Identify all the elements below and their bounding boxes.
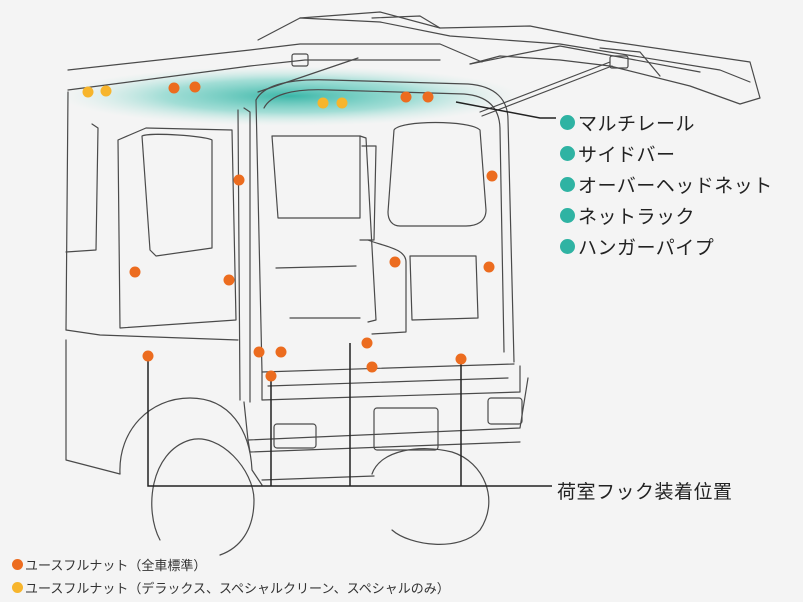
legend-optional: ユースフルナット（デラックス、スペシャルクリーン、スペシャルのみ）: [12, 578, 450, 597]
hook-marker: [455, 353, 467, 365]
standard-nut-marker: [168, 82, 180, 94]
multi-rail-leader: [455, 101, 556, 119]
accessory-label: ネットラック: [578, 206, 696, 228]
accessory-label: オーバーヘッドネット: [578, 175, 773, 197]
yellow-dot-icon: [12, 582, 23, 593]
standard-nut-marker: [233, 174, 245, 186]
accessory-hanger-pipe: ハンガーパイプ: [560, 233, 714, 260]
standard-nut-marker: [223, 274, 235, 286]
useful-nut-markers: [82, 81, 498, 373]
optional-nut-marker: [100, 85, 112, 97]
standard-nut-marker: [253, 346, 265, 358]
teal-dot-icon: [560, 115, 575, 130]
legend-text: ユースフルナット（全車標準）: [25, 559, 207, 574]
legend-text: ユースフルナット（デラックス、スペシャルクリーン、スペシャルのみ）: [25, 582, 450, 597]
accessory-label: マルチレール: [578, 113, 696, 135]
hook-marker: [361, 337, 373, 349]
standard-nut-marker: [389, 256, 401, 268]
standard-nut-marker: [129, 266, 141, 278]
teal-dot-icon: [560, 146, 575, 161]
orange-dot-icon: [12, 559, 23, 570]
hook-location-label: 荷室フック装着位置: [557, 481, 733, 503]
standard-nut-marker: [189, 81, 201, 93]
standard-nut-marker: [366, 361, 378, 373]
accessory-label: ハンガーパイプ: [578, 237, 715, 259]
legend-standard: ユースフルナット（全車標準）: [12, 555, 206, 574]
hook-position-markers: [142, 337, 467, 382]
multi-rail-highlight: [60, 66, 520, 126]
optional-nut-marker: [317, 97, 329, 109]
hook-callout-lines: [147, 343, 552, 487]
accessory-label: サイドバー: [578, 144, 676, 166]
optional-nut-marker: [82, 86, 94, 98]
optional-nut-marker: [336, 97, 348, 109]
standard-nut-marker: [486, 170, 498, 182]
teal-dot-icon: [560, 208, 575, 223]
standard-nut-marker: [275, 346, 287, 358]
accessory-net-rack: ネットラック: [560, 202, 695, 229]
standard-nut-marker: [483, 261, 495, 273]
accessory-multi-rail: マルチレール: [560, 109, 695, 136]
hook-marker: [142, 350, 154, 362]
standard-nut-marker: [422, 91, 434, 103]
hook-marker: [265, 370, 277, 382]
accessory-overhead-net: オーバーヘッドネット: [560, 171, 773, 198]
van-outline: [65, 11, 761, 556]
teal-dot-icon: [560, 239, 575, 254]
standard-nut-marker: [400, 91, 412, 103]
accessory-side-bar: サイドバー: [560, 140, 676, 167]
teal-dot-icon: [560, 177, 575, 192]
